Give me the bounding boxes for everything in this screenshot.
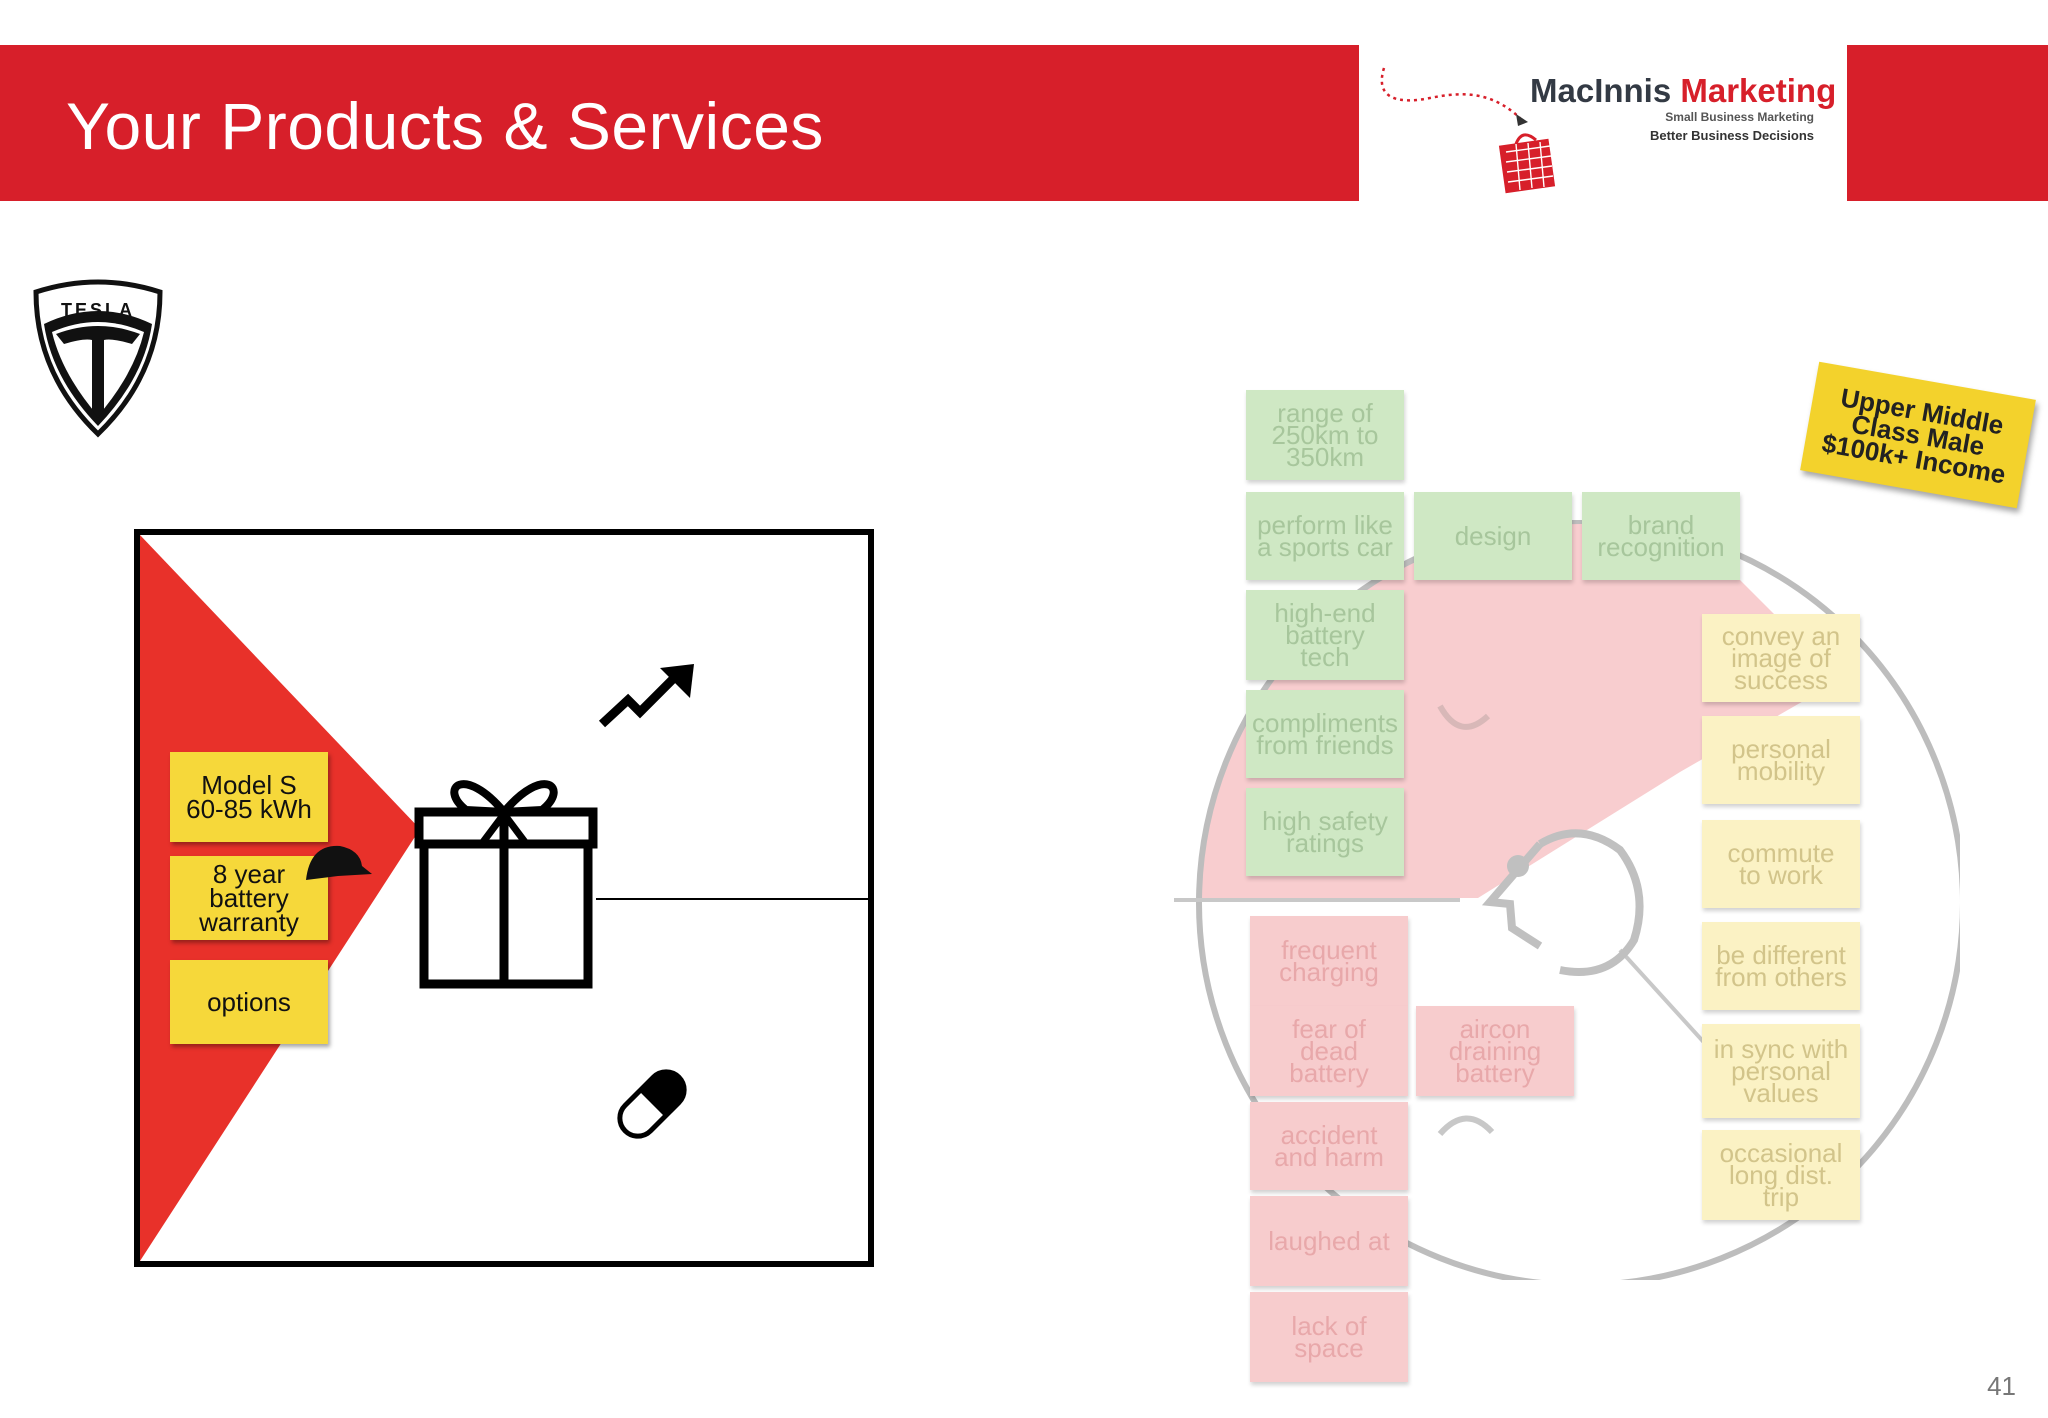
header-banner-right: [1847, 45, 2048, 201]
pain-note: laughed at: [1250, 1196, 1408, 1286]
gain-note: design: [1414, 492, 1572, 580]
tesla-logo-icon: TESLA: [33, 279, 163, 438]
page-number: 41: [1987, 1371, 2016, 1401]
helmet-icon: [306, 845, 372, 880]
page-title: Your Products & Services: [66, 89, 824, 163]
header-banner: [0, 45, 1359, 201]
product-note: options: [170, 960, 328, 1044]
gain-creator-arrow-icon: [598, 664, 694, 728]
brand-logo: MacInnis Marketing Small Business Market…: [1370, 60, 1840, 200]
shopping-bag-icon: [1380, 67, 1556, 194]
brand-tagline-secondary: Better Business Decisions: [1649, 128, 1814, 143]
brand-tagline: Small Business Marketing: [1665, 110, 1814, 124]
gift-icon: [414, 780, 598, 989]
pain-reliever-pill-icon: [617, 1069, 687, 1139]
svg-text:TESLA: TESLA: [61, 300, 135, 320]
divider-line: [596, 898, 868, 900]
brand-name: MacInnis Marketing: [1530, 72, 1837, 109]
